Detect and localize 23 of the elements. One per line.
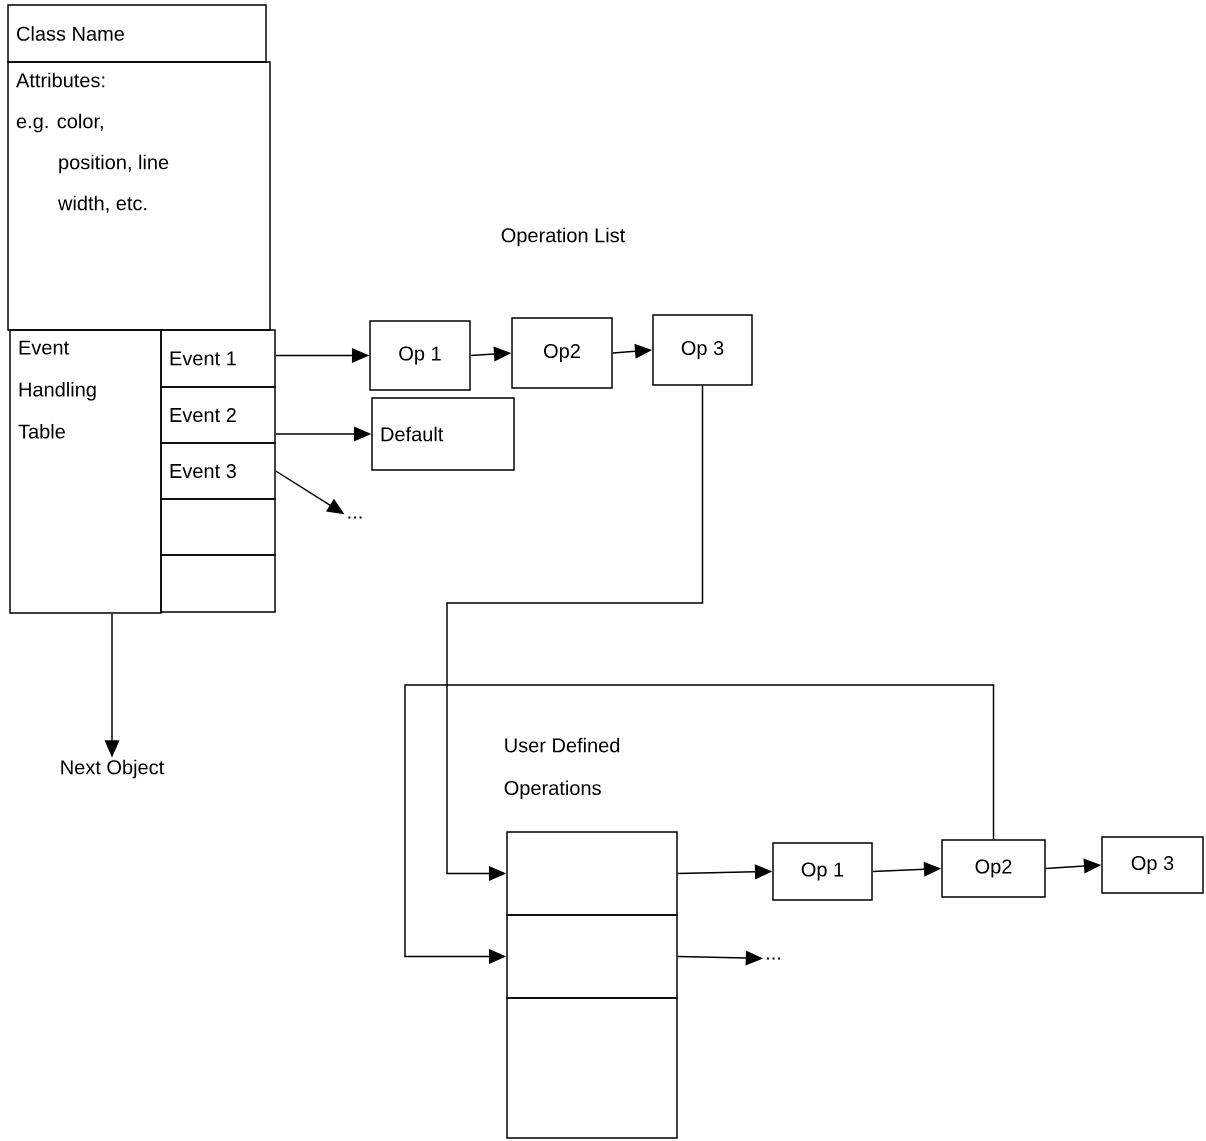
event-table-cell: Event Handling Table — [9, 329, 162, 614]
attributes-cell: Attributes: e.g. color, position, line width, etc. — [7, 61, 271, 331]
event-cell: Event 1 — [160, 329, 276, 388]
class-name-cell: Class Name — [7, 4, 267, 63]
operation-box: Op2 — [511, 317, 613, 389]
heading-text: User Defined Operations — [504, 737, 620, 800]
default-box: Default — [371, 397, 515, 471]
next-object-text: Next Object — [61, 759, 165, 779]
ellipsis-text: ... — [348, 516, 362, 519]
table-cell — [160, 554, 276, 613]
operation-box: Op2 — [941, 839, 1046, 898]
table-cell — [506, 831, 678, 916]
operation-box: Op 3 — [1101, 836, 1204, 894]
heading-text: Operation List — [501, 227, 626, 247]
table-cell — [506, 997, 678, 1139]
operation-box: Op 3 — [652, 314, 753, 386]
table-cell — [160, 498, 276, 556]
ellipsis-text: ... — [767, 957, 780, 960]
event-cell: Event 3 — [160, 442, 276, 500]
operation-box: Op 1 — [772, 842, 873, 901]
table-cell — [506, 914, 678, 999]
operation-box: Op 1 — [369, 320, 471, 391]
event-cell: Event 2 — [160, 386, 276, 444]
